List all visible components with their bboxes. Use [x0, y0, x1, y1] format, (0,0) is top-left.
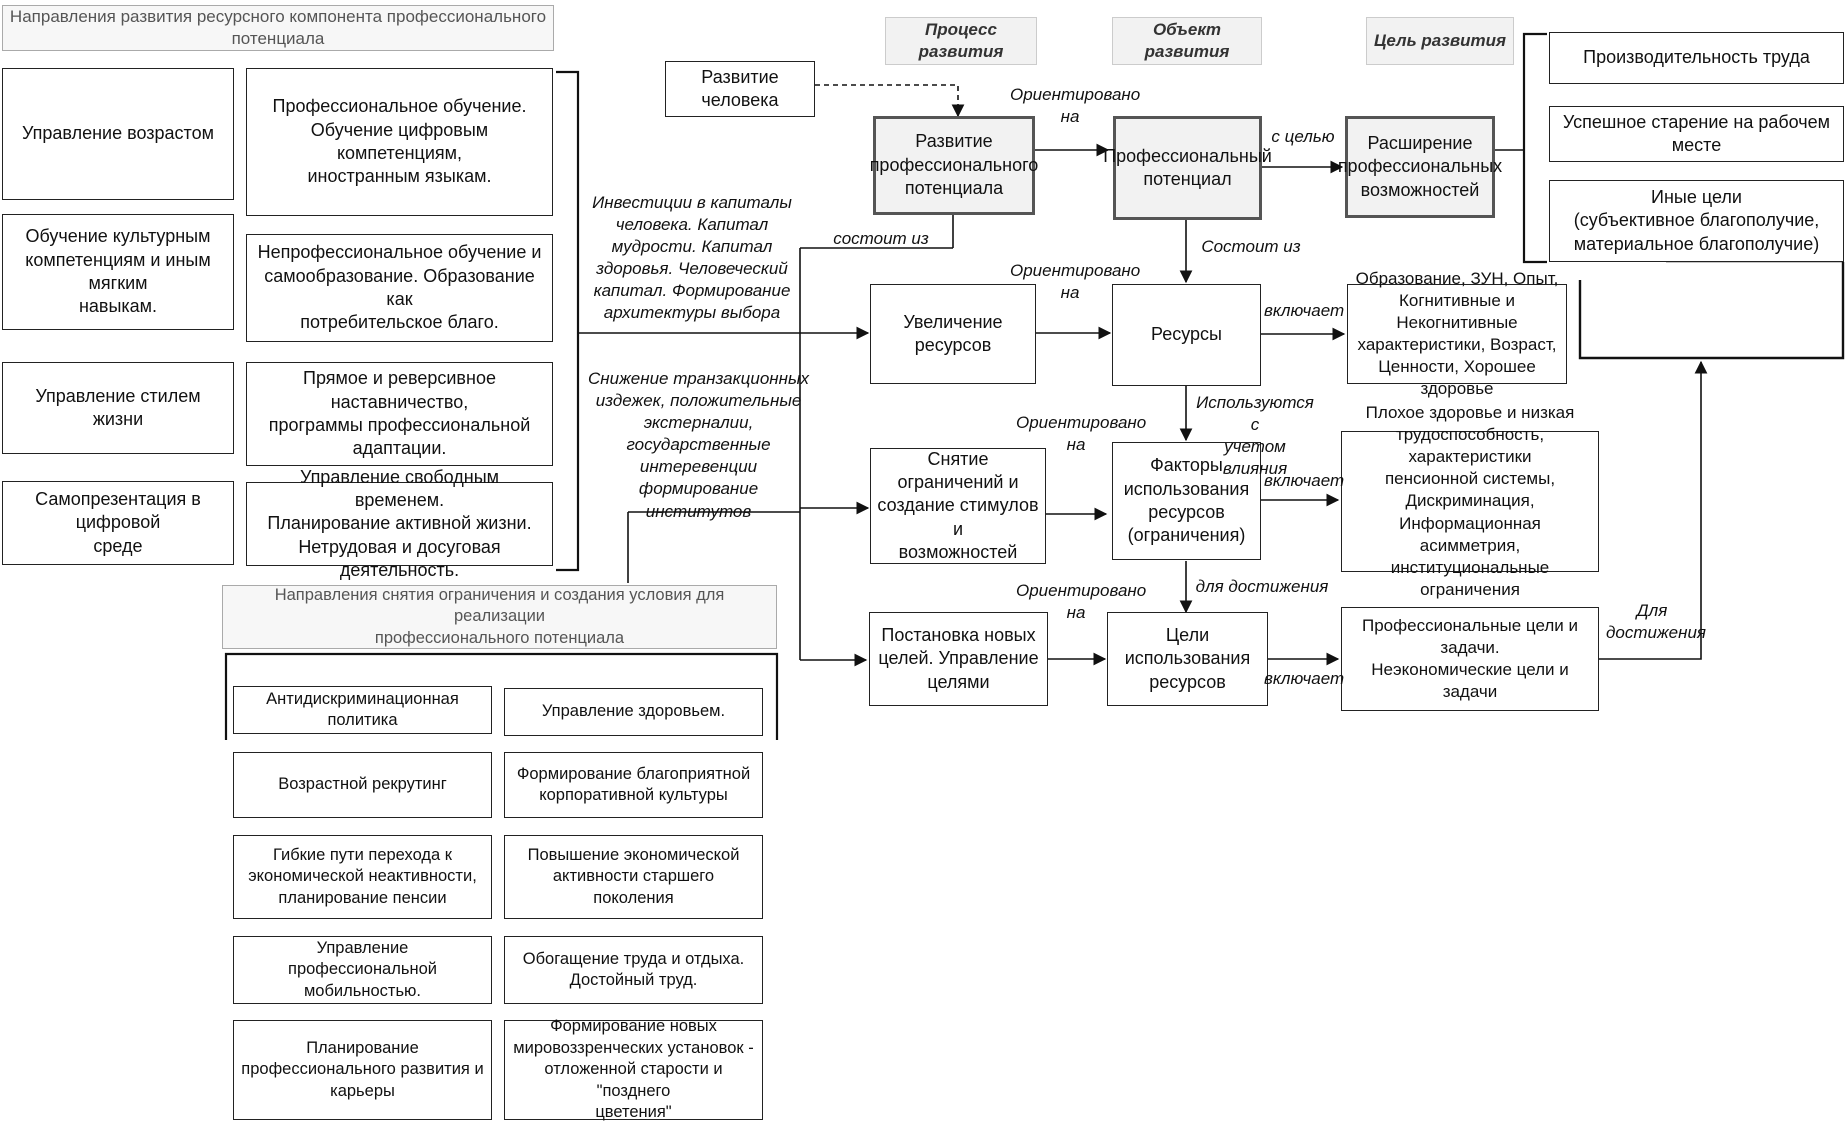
node-new-goals: Постановка новых целей. Управление целям…: [869, 612, 1048, 706]
constraints-item: Формирование благоприятной корпоративной…: [504, 752, 763, 818]
resource-panel-title: Направления развития ресурсного компонен…: [2, 5, 554, 51]
constraints-item: Гибкие пути перехода к экономической неа…: [233, 835, 492, 919]
node-usage-factors: Факторы использования ресурсов (ограниче…: [1112, 442, 1261, 560]
edge-label-includes: включает: [1264, 471, 1345, 490]
goals-lower-bracket: [1578, 262, 1845, 360]
edge-label-consists-of: состоит из: [833, 229, 929, 248]
resource-bracket: [556, 70, 580, 572]
edge-to-achieve: [1599, 360, 1708, 660]
constraints-item: Формирование новых мировоззренческих уст…: [504, 1017, 763, 1121]
resource-item: Непрофессиональное обучение и самообразо…: [246, 234, 553, 342]
constraints-item: Планирование профессионального развития …: [233, 1020, 492, 1120]
edge-label-with-goal: с целью: [1271, 127, 1335, 146]
node-prof-potential-development: Развитие профессионального потенциала: [870, 116, 1038, 215]
header-object: Объект развития: [1112, 17, 1262, 65]
constraints-panel-title: Направления снятия ограничения и создани…: [222, 585, 777, 649]
node-goals-list: Профессиональные цели и задачи. Неэконом…: [1341, 607, 1599, 711]
constraints-item: Обогащение труда и отдыха. Достойный тру…: [504, 936, 763, 1004]
edge-label-includes: включает: [1264, 301, 1345, 320]
edge-label-investments: Инвестиции в капиталы человека. Капитал …: [592, 193, 792, 323]
node-expanding-opportunities: Расширение профессиональных возможностей: [1338, 116, 1502, 218]
edge-label-includes: включает: [1264, 669, 1345, 688]
node-resources: Ресурсы: [1112, 284, 1261, 386]
edge-label-oriented: Ориентировано на: [1010, 261, 1141, 303]
resource-item: Обучение культурным компетенциям и иным …: [2, 214, 234, 330]
constraints-bracket: [224, 652, 779, 740]
resource-item: Профессиональное обучение. Обучение цифр…: [246, 68, 553, 216]
node-resources-list: Образование, ЗУН, Опыт, Когнитивные и Не…: [1347, 269, 1567, 398]
node-remove-constraints: Снятие ограничений и создание стимулов и…: [870, 448, 1046, 564]
node-factors-list: Плохое здоровье и низкая трудоспособност…: [1341, 403, 1599, 599]
node-usage-goals: Цели использования ресурсов: [1107, 612, 1268, 706]
edge-label-oriented: Ориентировано на: [1016, 581, 1147, 623]
edge-label-to-achieve: Для достижения: [1606, 601, 1707, 643]
node-prof-potential: Профессиональный потенциал: [1103, 116, 1272, 220]
edge-human-dev: [815, 84, 965, 118]
edge-label-oriented: Ориентировано на: [1010, 85, 1141, 127]
resource-item: Самопрезентация в цифровой среде: [2, 481, 234, 565]
node-resource-increase: Увеличение ресурсов: [870, 284, 1036, 384]
edge-label-oriented: Ориентировано на: [1016, 413, 1147, 455]
header-process: Процесс развития: [885, 17, 1037, 65]
edge-label-transaction: Снижение транзакционных издежек, положит…: [588, 369, 809, 521]
goal-item: Производительность труда: [1549, 32, 1844, 84]
goal-item: Успешное старение на рабочем месте: [1549, 106, 1844, 162]
constraints-item: Управление здоровьем.: [504, 688, 763, 736]
edge-label-used-considering: Используются с учетом влияния: [1196, 393, 1314, 479]
header-goal: Цель развития: [1366, 17, 1514, 65]
constraints-item: Повышение экономической активности старш…: [504, 835, 763, 919]
resource-item: Управление возрастом: [2, 68, 234, 200]
constraints-item: Возрастной рекрутинг: [233, 752, 492, 818]
resource-item: Управление свободным временем. Планирова…: [246, 467, 553, 580]
edge-label-to-achieve: для достижения: [1195, 577, 1329, 596]
node-human-development: Развитие человека: [665, 61, 815, 117]
resource-item: Управление стилем жизни: [2, 362, 234, 454]
goal-item: Иные цели (субъективное благополучие, ма…: [1549, 180, 1844, 262]
resource-item: Прямое и реверсивное наставничество, про…: [246, 362, 553, 466]
edge-label-consists-of: Состоит из: [1201, 237, 1301, 256]
goals-bracket: [1522, 32, 1547, 264]
constraints-item: Управление профессиональной мобильностью…: [233, 936, 492, 1004]
constraints-item: Антидискриминационная политика: [233, 686, 492, 734]
